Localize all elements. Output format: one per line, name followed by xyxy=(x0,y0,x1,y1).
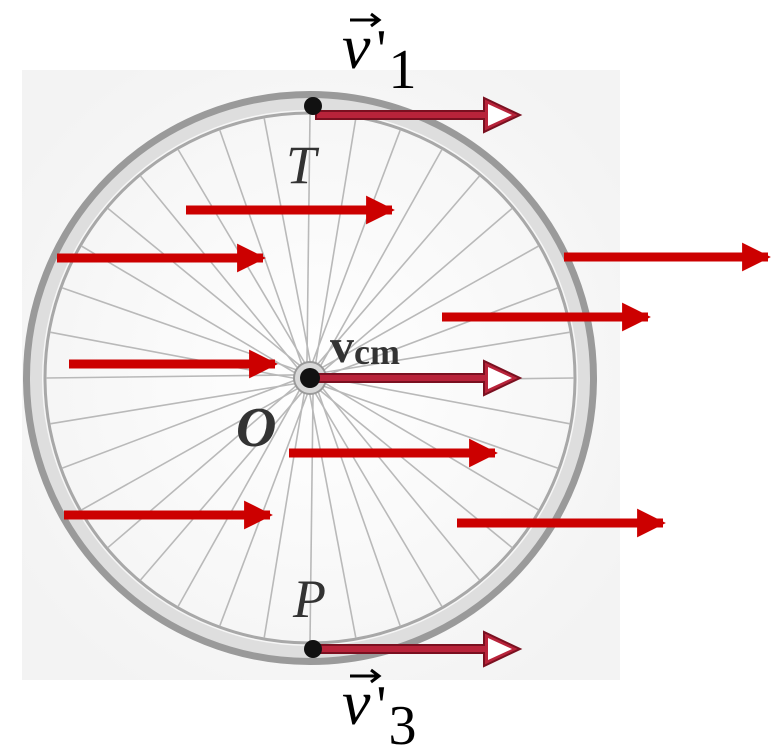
wheel-spoke xyxy=(306,113,311,365)
wheel-spoke xyxy=(316,389,402,627)
wheel-spoke xyxy=(322,381,540,511)
top-vector-label: v'1 xyxy=(342,11,417,101)
wheel-spoke xyxy=(107,383,299,549)
wheel-spoke xyxy=(49,382,298,425)
wheel-spoke xyxy=(321,207,513,373)
wheel-spoke xyxy=(139,175,300,371)
top-vector-symbol: v xyxy=(342,11,371,82)
point-top-label: T xyxy=(286,135,320,195)
wheel-spoke xyxy=(323,376,571,425)
wheel-spoke xyxy=(177,387,302,608)
wheel-spoke xyxy=(321,384,559,470)
wheel-spoke xyxy=(318,148,443,369)
point-center-label: O xyxy=(236,397,276,459)
wheel-spoke xyxy=(322,331,571,374)
center-velocity-vector xyxy=(315,359,523,397)
wheel-spoke xyxy=(315,175,481,367)
bottom-vector-symbol: v xyxy=(342,667,371,738)
center-velocity-main: v xyxy=(330,320,354,373)
point-bottom-label: P xyxy=(292,569,326,629)
wheel-spoke xyxy=(308,391,357,639)
wheel-spoke xyxy=(61,379,297,470)
bottom-vector-prime: ' xyxy=(376,675,386,737)
bottom-vector-label-text: v'3 xyxy=(342,667,417,751)
wheel-spoke xyxy=(107,207,303,368)
top-vector-label-text: v'1 xyxy=(342,11,417,101)
bottom-vector-arrow-icon xyxy=(350,668,382,684)
bottom-velocity-vector xyxy=(315,630,523,668)
wheel-spoke xyxy=(313,390,443,608)
translation-arrows xyxy=(57,195,771,538)
bottom-vector-subscript: 3 xyxy=(389,695,417,751)
point-center-dot xyxy=(300,368,320,388)
wheel-spoke xyxy=(320,385,481,581)
bottom-vector-label: v'3 xyxy=(342,667,417,751)
center-velocity-subscript: cm xyxy=(354,332,400,372)
center-velocity-label: vcm xyxy=(330,320,400,373)
wheel-spoke xyxy=(323,286,559,377)
wheel-spokes xyxy=(45,113,575,643)
wheel-spoke xyxy=(263,390,306,639)
wheel-spoke xyxy=(319,245,540,370)
wheel-spoke xyxy=(263,117,312,365)
wheel-spoke xyxy=(314,117,357,366)
top-vector-subscript: 1 xyxy=(389,39,417,101)
top-velocity-vector xyxy=(315,96,523,134)
wheel-tire-outer xyxy=(23,91,597,665)
point-bottom-dot xyxy=(304,640,322,658)
top-vector-arrow-icon xyxy=(350,12,382,28)
top-vector-prime: ' xyxy=(376,19,386,81)
wheel-spoke xyxy=(80,386,301,511)
wheel-spoke xyxy=(139,389,305,581)
wheel-spoke xyxy=(309,391,314,643)
wheel-spoke xyxy=(311,129,402,365)
point-top-dot xyxy=(304,97,322,115)
